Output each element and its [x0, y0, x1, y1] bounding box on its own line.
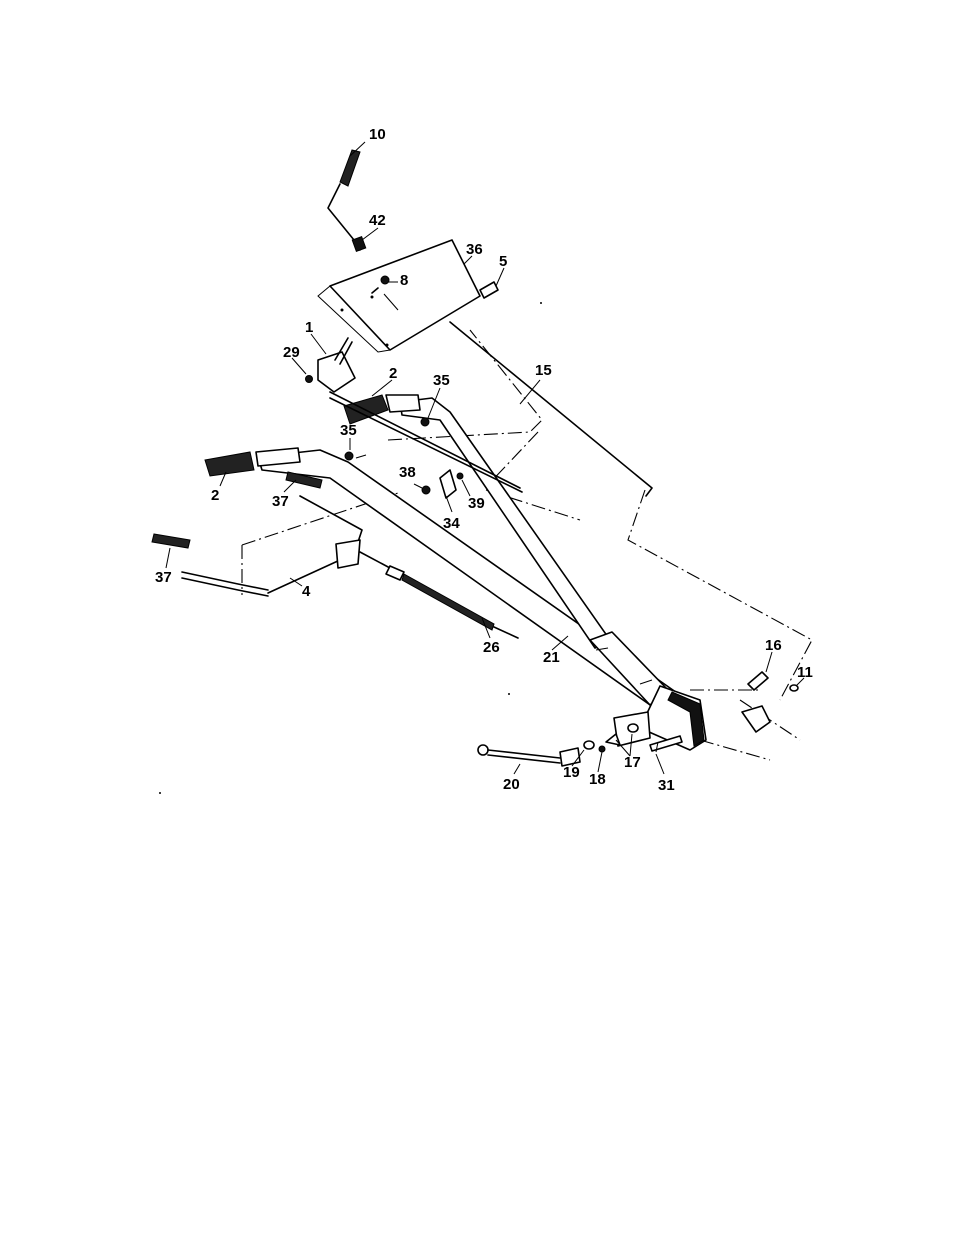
callout-19: 19: [563, 764, 580, 781]
callout-21: 21: [543, 649, 560, 666]
callout-17: 17: [624, 754, 641, 771]
control-panel: [318, 240, 480, 352]
callout-42: 42: [369, 212, 386, 229]
callout-36: 36: [466, 241, 483, 258]
callout-26: 26: [483, 639, 500, 656]
callout-34: 34: [443, 515, 460, 532]
shift-lever: [478, 736, 682, 766]
base-bracket: [606, 686, 706, 750]
handle-tube: [258, 398, 680, 712]
callout-18: 18: [589, 771, 606, 788]
callout-29: 29: [283, 344, 300, 361]
callout-38: 38: [399, 464, 416, 481]
callout-5: 5: [499, 253, 507, 270]
callout-1: 1: [305, 319, 313, 336]
grip-37: [152, 472, 322, 548]
callout-10: 10: [369, 126, 386, 143]
callout-37: 37: [155, 569, 172, 586]
reference-lines: [159, 302, 812, 794]
fasteners-16-11: [742, 672, 798, 732]
callout-2: 2: [211, 487, 219, 504]
callout-15: 15: [535, 362, 552, 379]
callout-16: 16: [765, 637, 782, 654]
callout-4: 4: [302, 583, 311, 600]
bracket-34: [422, 470, 463, 498]
callout-35: 35: [433, 372, 450, 389]
callout-20: 20: [503, 776, 520, 793]
callout-8: 8: [400, 272, 408, 289]
callout-31: 31: [658, 777, 675, 794]
callout-35: 35: [340, 422, 357, 439]
lower-lever: [182, 496, 362, 596]
callout-2: 2: [389, 365, 397, 382]
callout-11: 11: [797, 664, 813, 681]
callout-39: 39: [468, 495, 485, 512]
callout-37: 37: [272, 493, 289, 510]
lever-assembly: [306, 338, 356, 392]
spring-rod: [328, 150, 366, 251]
